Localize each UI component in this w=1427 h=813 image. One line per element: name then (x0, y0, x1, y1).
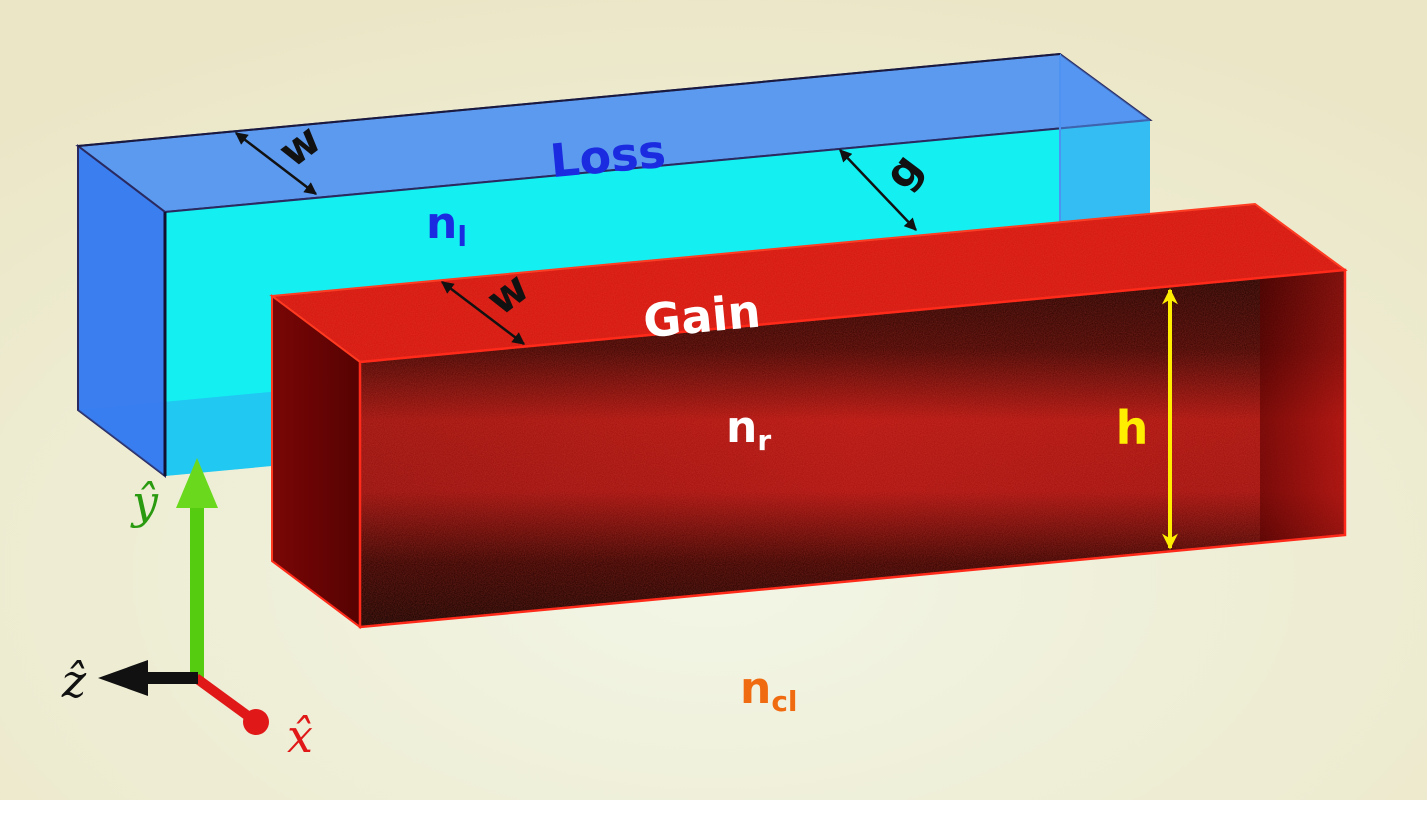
y-axis-shaft (190, 505, 204, 680)
gain-index-base: n (726, 402, 757, 453)
x-axis-head (243, 709, 269, 735)
y-axis-label: ŷ (130, 475, 159, 529)
x-axis-shaft (193, 673, 251, 721)
z-axis-label: ẑ (61, 654, 87, 708)
x-axis-label: x̂ (287, 709, 313, 763)
loss-edge-front-top (164, 119, 1151, 213)
loss-index-base: n (426, 198, 457, 249)
y-axis-head (176, 458, 218, 508)
gain-edge-bottom-left (271, 560, 361, 628)
loss-label: Loss (548, 124, 668, 188)
gain-waveguide (269, 202, 1348, 629)
bottom-strip (0, 800, 1427, 813)
axes-triad (98, 458, 269, 735)
gain-index-label: nr (726, 402, 771, 457)
loss-edge-back-top (77, 53, 1061, 147)
gap-arrow (839, 149, 917, 231)
height-label: h (1116, 401, 1149, 455)
loss-index-label: nl (426, 198, 467, 253)
loss-index-sub: l (457, 220, 467, 253)
z-axis-shaft (140, 672, 198, 684)
gain-right-face (1260, 270, 1345, 543)
z-axis-head (98, 660, 148, 696)
gain-width-arrow (441, 281, 525, 345)
cladding-index-label: ncl (740, 663, 798, 718)
gain-outline (358, 268, 1347, 629)
cladding-index-sub: cl (771, 685, 797, 718)
gain-label: Gain (641, 284, 763, 349)
gain-top-grain (272, 204, 1345, 362)
gain-front-grain (360, 270, 1345, 627)
gain-index-sub: r (757, 424, 771, 457)
cladding-index-base: n (740, 663, 771, 714)
loss-width-arrow (235, 132, 317, 195)
